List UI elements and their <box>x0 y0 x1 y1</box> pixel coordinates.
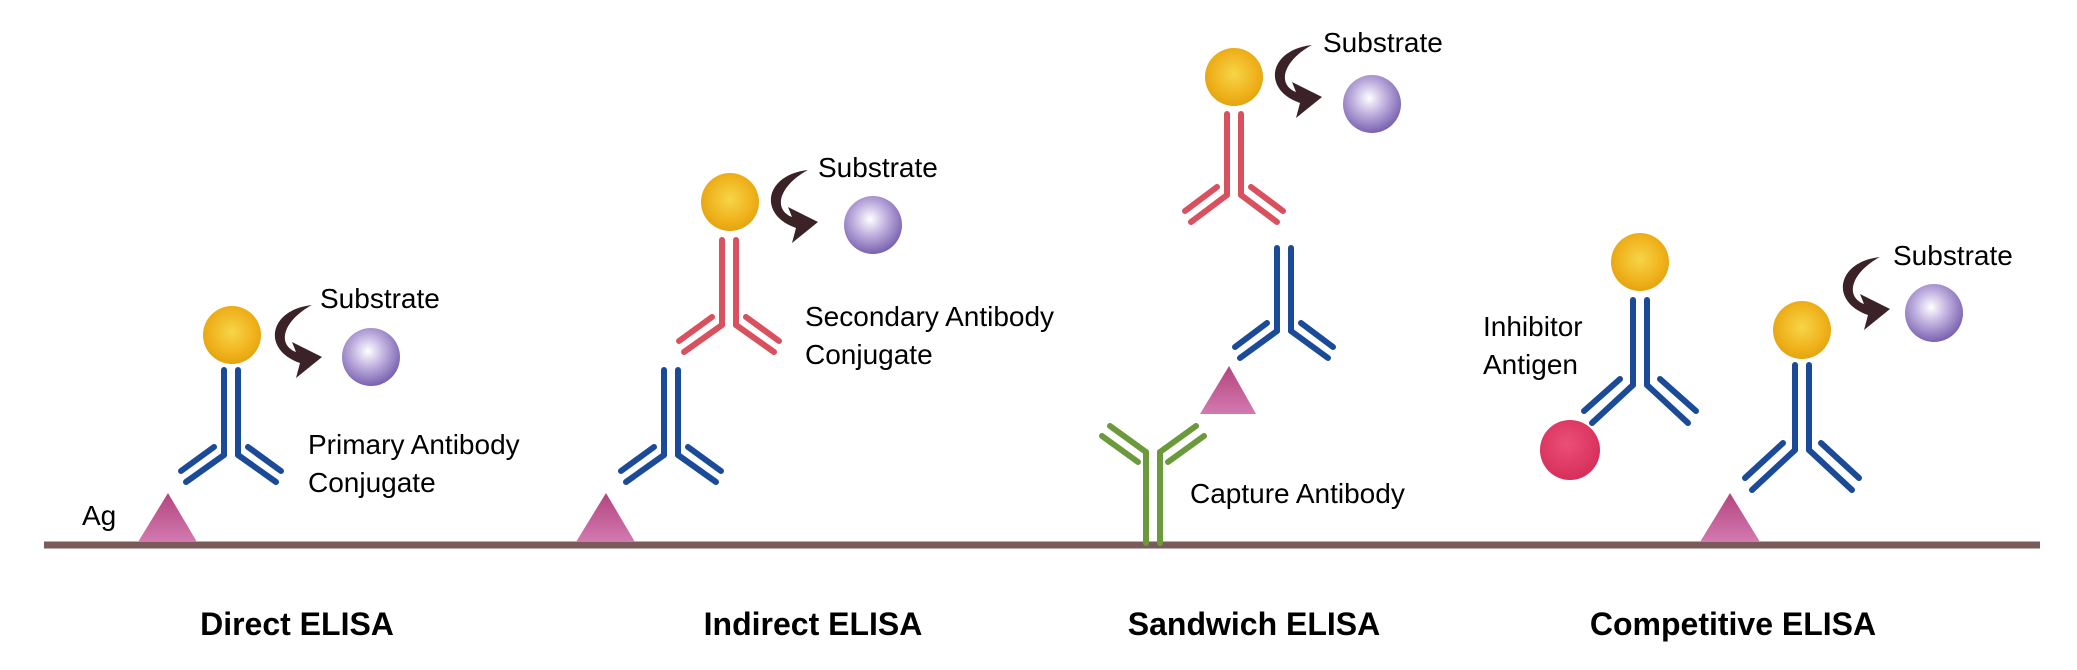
enzyme-circle <box>1205 48 1263 106</box>
substrate-sphere <box>1343 75 1401 133</box>
substrate-label: Substrate <box>320 283 440 314</box>
primary-antibody <box>618 367 724 485</box>
primary-antibody <box>1232 245 1336 361</box>
inhibitor-antigen-label-2: Antigen <box>1483 349 1578 380</box>
substrate-sphere <box>1905 284 1963 342</box>
antigen-triangle <box>138 493 197 542</box>
primary-antibody-label-2: Conjugate <box>308 467 436 498</box>
competitive-elisa-panel: Inhibitor Antigen Substrate Competitive … <box>1483 233 2013 642</box>
substrate-label: Substrate <box>1893 240 2013 271</box>
substrate-sphere <box>342 328 400 386</box>
substrate-arrow-icon <box>1274 45 1322 118</box>
antigen-triangle <box>1700 493 1760 542</box>
enzyme-circle <box>1611 233 1669 291</box>
primary-antibody <box>1742 362 1862 493</box>
sandwich-elisa-panel: Substrate Capture Antibody Sandwich ELIS… <box>1099 27 1443 642</box>
direct-elisa-panel: Substrate Primary Antibody Conjugate Ag … <box>82 283 520 642</box>
sandwich-elisa-title: Sandwich ELISA <box>1128 606 1380 642</box>
substrate-arrow-icon <box>770 170 818 243</box>
secondary-antibody <box>1182 111 1286 225</box>
inhibitor-antigen-circle <box>1540 420 1600 480</box>
enzyme-circle <box>701 173 759 231</box>
free-antibody <box>1581 297 1699 426</box>
secondary-antibody <box>676 237 782 355</box>
substrate-sphere <box>844 196 902 254</box>
secondary-antibody-label-2: Conjugate <box>805 339 933 370</box>
indirect-elisa-title: Indirect ELISA <box>704 606 923 642</box>
direct-elisa-title: Direct ELISA <box>200 606 394 642</box>
primary-antibody-label: Primary Antibody <box>308 429 520 460</box>
antigen-triangle <box>1200 366 1256 414</box>
substrate-arrow-icon <box>274 305 322 378</box>
antigen-triangle <box>576 493 635 542</box>
enzyme-circle <box>1773 301 1831 359</box>
primary-antibody <box>178 367 284 485</box>
enzyme-circle <box>203 306 261 364</box>
substrate-label: Substrate <box>818 152 938 183</box>
substrate-label: Substrate <box>1323 27 1443 58</box>
capture-antibody <box>1099 423 1207 546</box>
competitive-elisa-title: Competitive ELISA <box>1590 606 1876 642</box>
substrate-arrow-icon <box>1842 257 1890 330</box>
inhibitor-antigen-label: Inhibitor <box>1483 311 1583 342</box>
indirect-elisa-panel: Substrate Secondary Antibody Conjugate I… <box>576 152 1054 642</box>
antigen-label: Ag <box>82 500 116 531</box>
capture-antibody-label: Capture Antibody <box>1190 478 1405 509</box>
secondary-antibody-label: Secondary Antibody <box>805 301 1054 332</box>
